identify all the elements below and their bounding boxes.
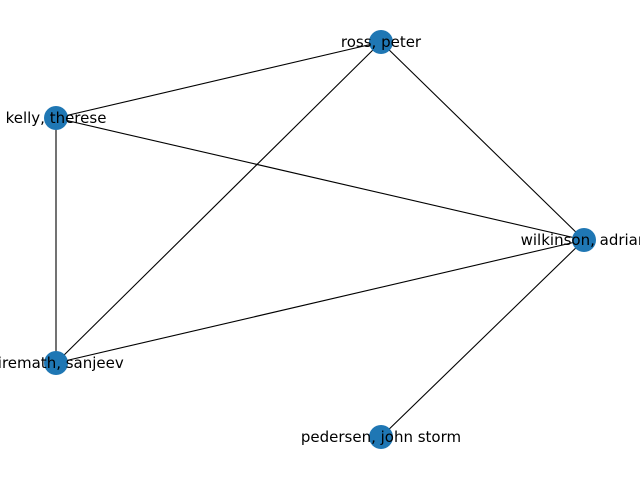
node-ross — [369, 30, 393, 54]
node-label-pedersen: pedersen, john storm — [301, 428, 461, 446]
node-label-kelly: kelly, therese — [6, 109, 107, 127]
edge-ross-kelly — [55, 41, 382, 119]
node-pedersen — [369, 425, 393, 449]
edge-layer — [55, 41, 585, 438]
node-hiremath — [44, 351, 68, 375]
edge-kelly-wilkinson — [55, 117, 585, 241]
edge-wilkinson-hiremath — [55, 239, 585, 364]
node-layer — [44, 30, 596, 449]
edge-ross-wilkinson — [380, 41, 585, 241]
label-layer: ross, peter kelly, therese wilkinson, adri… — [0, 33, 640, 446]
edge-ross-hiremath — [55, 41, 382, 364]
edge-wilkinson-pedersen — [380, 239, 585, 438]
node-label-hiremath: hiremath, sanjeev — [0, 354, 124, 372]
node-wilkinson — [572, 228, 596, 252]
node-kelly — [44, 106, 68, 130]
node-label-wilkinson: wilkinson, adrian — [521, 231, 640, 249]
node-label-ross: ross, peter — [341, 33, 422, 51]
